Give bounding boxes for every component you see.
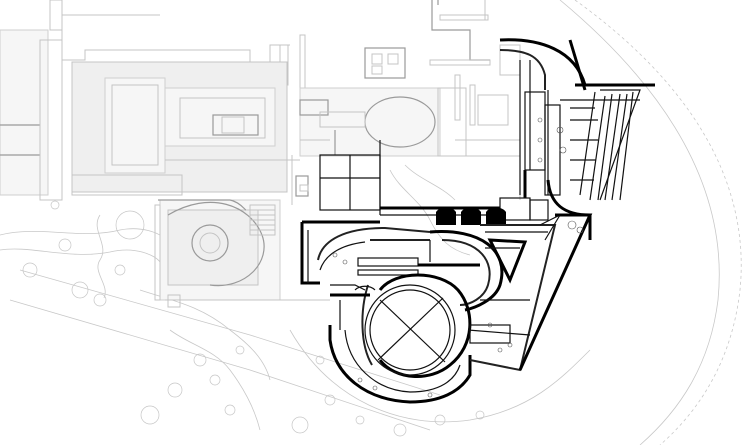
furnishing-marks bbox=[332, 117, 584, 398]
trees bbox=[22, 200, 485, 437]
triangular-wing bbox=[469, 224, 557, 372]
new-building bbox=[300, 38, 655, 404]
existing-buildings bbox=[0, 0, 521, 308]
contour-6 bbox=[389, 169, 471, 256]
existing-wing-left bbox=[0, 29, 49, 196]
existing-gallery bbox=[299, 87, 441, 157]
contour-1 bbox=[0, 228, 166, 241]
contour-2 bbox=[0, 248, 161, 263]
new-main-wall bbox=[300, 222, 320, 285]
site-boundary-arc-inner bbox=[559, 0, 720, 445]
existing-rotunda bbox=[191, 224, 229, 262]
site-boundary-arc bbox=[574, 0, 742, 445]
existing-pavilion bbox=[167, 209, 259, 286]
road-edge-2 bbox=[9, 299, 431, 431]
contour-5 bbox=[169, 329, 261, 431]
outer-curved-wall bbox=[328, 325, 472, 404]
terrace-steps bbox=[570, 89, 641, 201]
road-edge bbox=[19, 269, 441, 396]
contour-3 bbox=[96, 214, 106, 299]
arch-niches bbox=[436, 207, 506, 225]
main-oval-hall-outer bbox=[429, 230, 504, 312]
contour-7 bbox=[404, 164, 456, 201]
oval-auditorium bbox=[361, 273, 472, 378]
path-curve bbox=[289, 329, 591, 423]
